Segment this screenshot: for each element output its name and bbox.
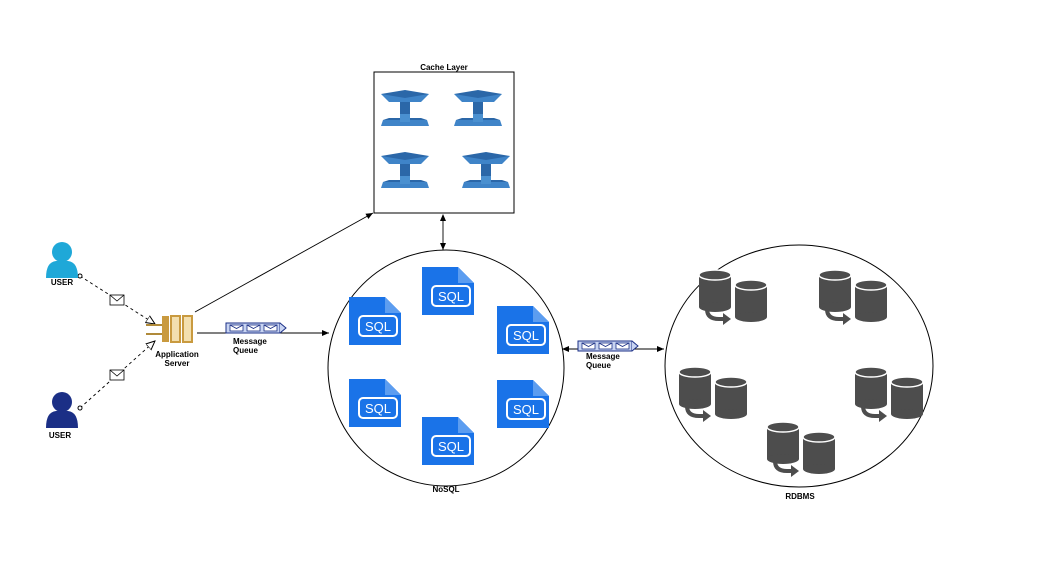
application-server-icon <box>146 315 193 343</box>
rdbms-label: RDBMS <box>785 492 815 501</box>
sql-document-icon: SQL <box>348 378 402 428</box>
sql-node-text: SQL <box>365 319 391 334</box>
nosql-label: NoSQL <box>432 485 460 494</box>
user-label: USER <box>48 431 72 440</box>
sql-node-text: SQL <box>513 328 539 343</box>
user-icon <box>46 392 78 428</box>
sql-document-icon: SQL <box>496 305 550 355</box>
nosql-nodes: SQL SQL SQL SQL SQL SQL <box>348 266 550 466</box>
user-label: USER <box>50 278 74 287</box>
sql-node-text: SQL <box>438 289 464 304</box>
sql-document-icon: SQL <box>421 266 475 316</box>
app-to-cache-arrow <box>194 212 374 313</box>
sql-node-text: SQL <box>438 439 464 454</box>
sql-document-icon: SQL <box>421 416 475 466</box>
message-queue-label: Message Queue <box>233 337 267 355</box>
message-queue-label: Message Queue <box>586 352 620 370</box>
message-queue-icon <box>225 322 287 334</box>
application-server-label: Application Server <box>155 350 199 368</box>
sql-node-text: SQL <box>513 402 539 417</box>
message-queue-icon <box>577 340 639 352</box>
cache-layer-title: Cache Layer <box>420 63 468 72</box>
envelope-icon <box>109 369 125 381</box>
envelope-icon <box>109 294 125 306</box>
sql-node-text: SQL <box>365 401 391 416</box>
sql-document-icon: SQL <box>496 379 550 429</box>
sql-document-icon: SQL <box>348 296 402 346</box>
user-icon <box>46 242 78 278</box>
